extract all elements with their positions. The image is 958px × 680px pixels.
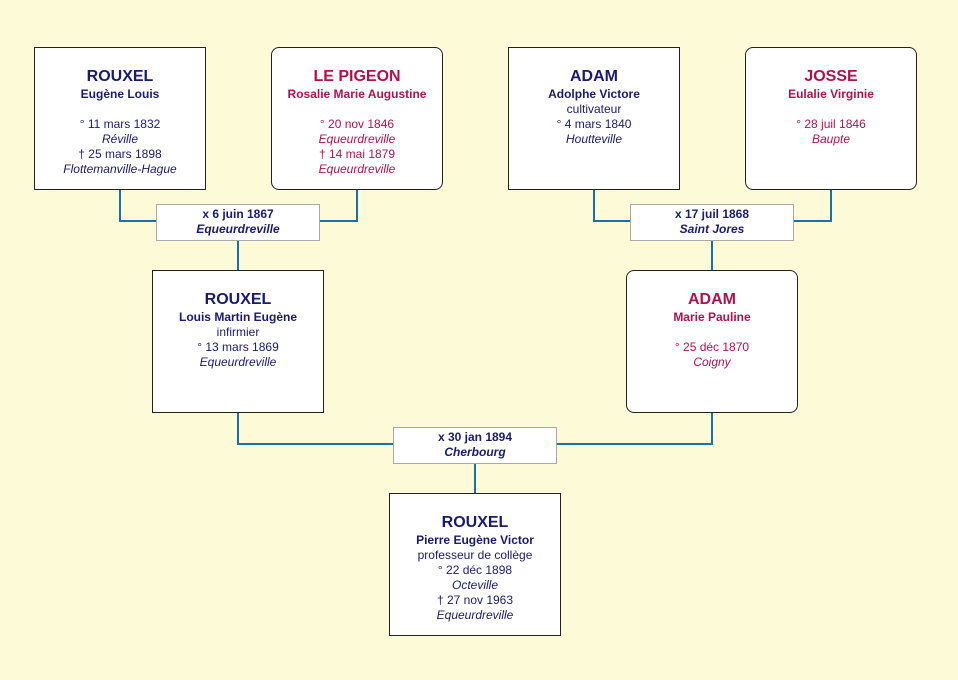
birth-place: Houtteville <box>565 132 623 146</box>
spacer <box>272 102 442 117</box>
surname: ADAM <box>688 291 736 308</box>
given-names: Eugène Louis <box>80 87 160 101</box>
occupation: professeur de collège <box>417 548 533 562</box>
death-place: Flottemanville-Hague <box>63 162 177 176</box>
marriage-box-paternal[interactable]: x 6 juin 1867 Equeurdreville <box>156 204 320 241</box>
person-card-father[interactable]: ROUXEL Louis Martin Eugène infirmier ° 1… <box>152 270 324 413</box>
given-names: Eulalie Virginie <box>788 87 874 101</box>
birth-date: ° 22 déc 1898 <box>437 563 513 577</box>
marriage-date: x 17 juil 1868 <box>674 207 750 221</box>
given-names: Adolphe Victore <box>548 87 640 101</box>
person-card-subject[interactable]: ROUXEL Pierre Eugène Victor professeur d… <box>389 493 561 636</box>
death-date: † 14 mai 1879 <box>318 147 396 161</box>
spacer <box>627 325 797 340</box>
birth-place: Equeurdreville <box>318 132 396 146</box>
birth-date: ° 13 mars 1869 <box>197 340 279 354</box>
connector-gm-maternal <box>793 189 832 222</box>
birth-date: ° 20 nov 1846 <box>319 117 395 131</box>
person-card-gf-paternal[interactable]: ROUXEL Eugène Louis ° 11 mars 1832 Révil… <box>34 47 206 190</box>
connector-mother <box>556 412 713 445</box>
birth-date: ° 11 mars 1832 <box>79 117 161 131</box>
marriage-date: x 6 juin 1867 <box>202 207 274 221</box>
spacer <box>746 102 916 117</box>
birth-date: ° 4 mars 1840 <box>556 117 632 131</box>
marriage-date: x 30 jan 1894 <box>437 430 513 444</box>
connector-gf-paternal <box>119 189 157 222</box>
marriage-place: Saint Jores <box>679 222 745 236</box>
birth-place: Baupte <box>811 132 851 146</box>
person-card-mother[interactable]: ADAM Marie Pauline ° 25 déc 1870 Coigny <box>626 270 798 413</box>
marriage-place: Cherbourg <box>444 445 506 459</box>
birth-date: ° 25 déc 1870 <box>674 340 750 354</box>
occupation: cultivateur <box>566 102 622 116</box>
birth-date: ° 28 juil 1846 <box>796 117 866 131</box>
occupation: infirmier <box>216 325 260 339</box>
given-names: Rosalie Marie Augustine <box>287 87 427 101</box>
birth-place: Octeville <box>451 578 498 592</box>
person-card-gf-maternal[interactable]: ADAM Adolphe Victore cultivateur ° 4 mar… <box>508 47 680 190</box>
given-names: Pierre Eugène Victor <box>416 533 534 547</box>
surname: ROUXEL <box>441 514 509 531</box>
surname: LE PIGEON <box>313 68 401 85</box>
given-names: Marie Pauline <box>673 310 751 324</box>
given-names: Louis Martin Eugène <box>178 310 297 324</box>
surname: ROUXEL <box>204 291 272 308</box>
death-place: Equeurdreville <box>436 608 514 622</box>
surname: JOSSE <box>804 68 858 85</box>
marriage-box-parents[interactable]: x 30 jan 1894 Cherbourg <box>393 427 557 464</box>
connector-gm-paternal <box>319 189 358 222</box>
person-card-gm-maternal[interactable]: JOSSE Eulalie Virginie ° 28 juil 1846 Ba… <box>745 47 917 190</box>
birth-place: Réville <box>101 132 138 146</box>
surname: ROUXEL <box>86 68 154 85</box>
birth-place: Coigny <box>693 355 731 369</box>
surname: ADAM <box>570 68 618 85</box>
person-card-gm-paternal[interactable]: LE PIGEON Rosalie Marie Augustine ° 20 n… <box>271 47 443 190</box>
marriage-place: Equeurdreville <box>196 222 280 236</box>
spacer <box>35 102 205 117</box>
birth-place: Equeurdreville <box>199 355 277 369</box>
marriage-box-maternal[interactable]: x 17 juil 1868 Saint Jores <box>630 204 794 241</box>
death-date: † 25 mars 1898 <box>78 147 162 161</box>
death-date: † 27 nov 1963 <box>436 593 514 607</box>
death-place: Equeurdreville <box>318 162 396 176</box>
connector-gf-maternal <box>593 189 630 222</box>
connector-father <box>237 412 393 445</box>
